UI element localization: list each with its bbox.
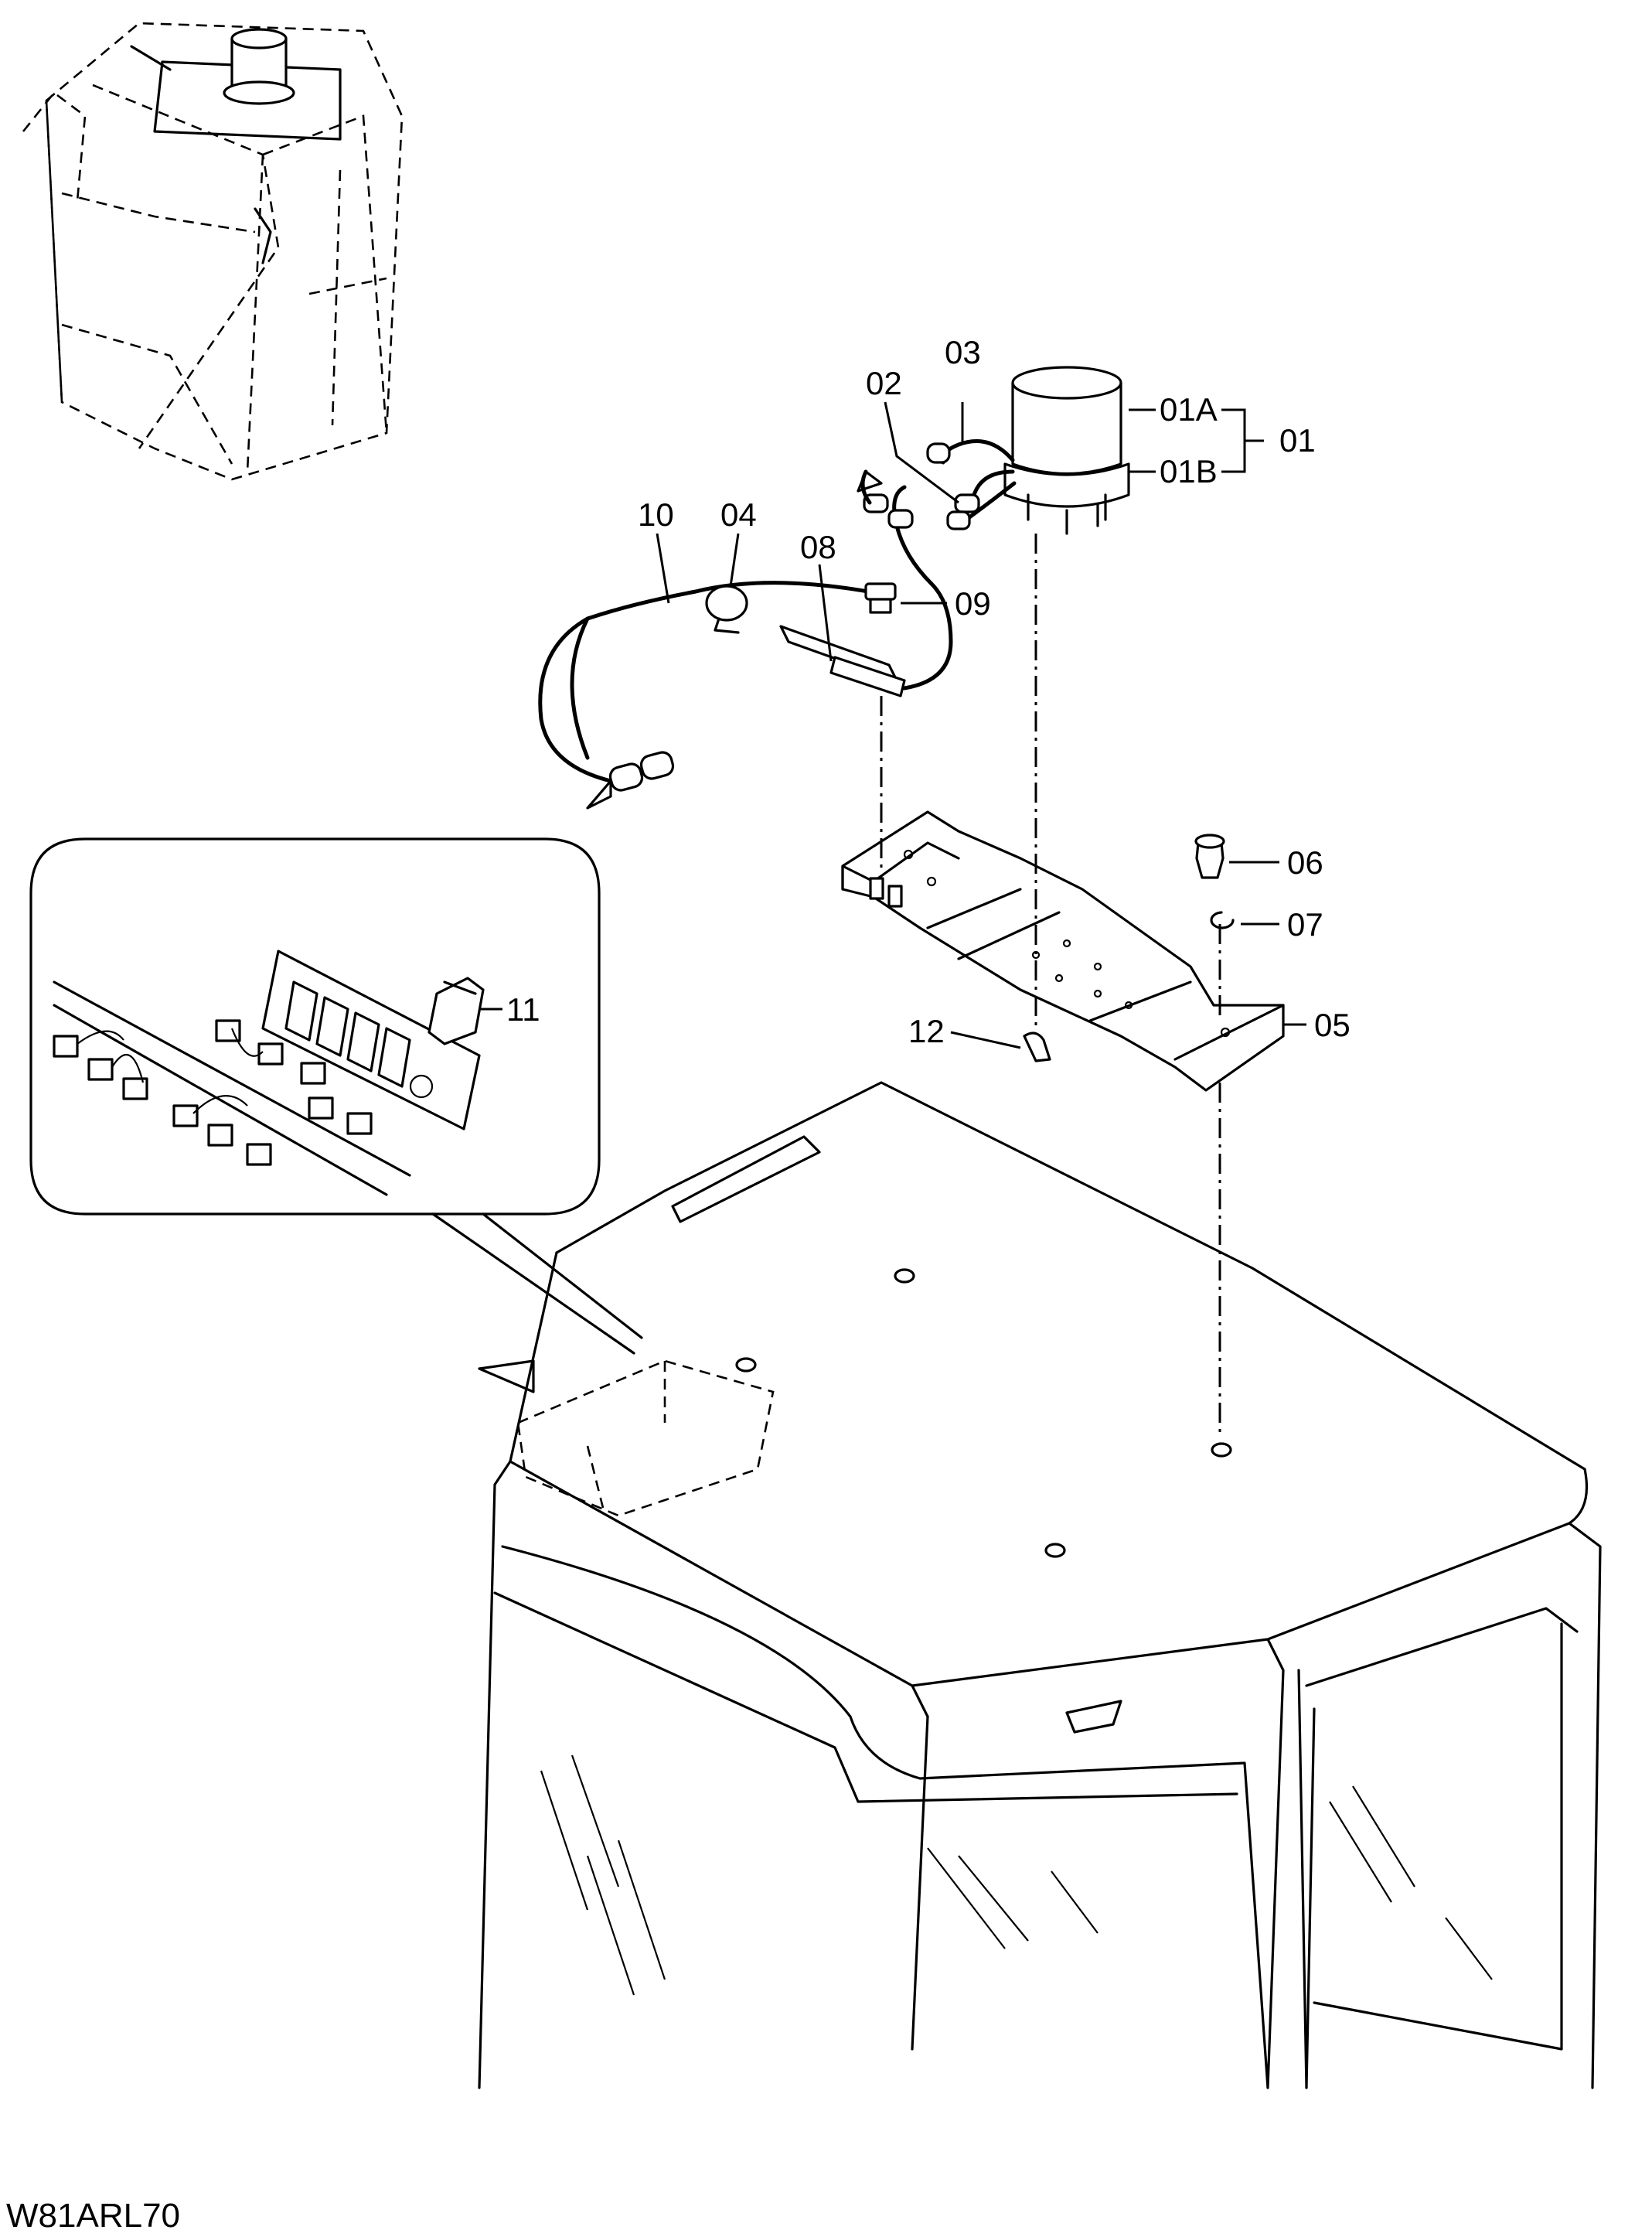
overview-thumbnail	[22, 22, 404, 481]
callout-12: 12	[908, 1013, 945, 1049]
callout-11: 11	[506, 991, 540, 1028]
callout-05: 05	[1314, 1007, 1351, 1043]
callout-07: 07	[1287, 906, 1323, 943]
drawing-code: W81ARL70	[6, 2197, 180, 2235]
harness	[538, 469, 953, 810]
beacon-light	[1003, 366, 1130, 535]
callout-01b: 01B	[1160, 453, 1218, 489]
callout-08: 08	[800, 529, 836, 565]
cab	[478, 1081, 1602, 2089]
detail-inset	[29, 837, 643, 1355]
bracket	[841, 810, 1285, 1092]
callout-01a: 01A	[1160, 391, 1218, 428]
callout-02: 02	[866, 365, 902, 401]
callout-04: 04	[720, 496, 757, 533]
callout-01: 01	[1279, 422, 1316, 459]
center-lines	[880, 534, 1221, 1438]
hardware	[1023, 834, 1235, 1062]
callout-03: 03	[945, 334, 981, 370]
callout-09: 09	[955, 585, 991, 622]
callout-06: 06	[1287, 844, 1323, 881]
callouts: 01 01A 01B 02 03 04 05 06 07 08 09 10 11…	[479, 334, 1351, 1049]
callout-10: 10	[638, 496, 674, 533]
beacon-leads	[926, 439, 1017, 530]
